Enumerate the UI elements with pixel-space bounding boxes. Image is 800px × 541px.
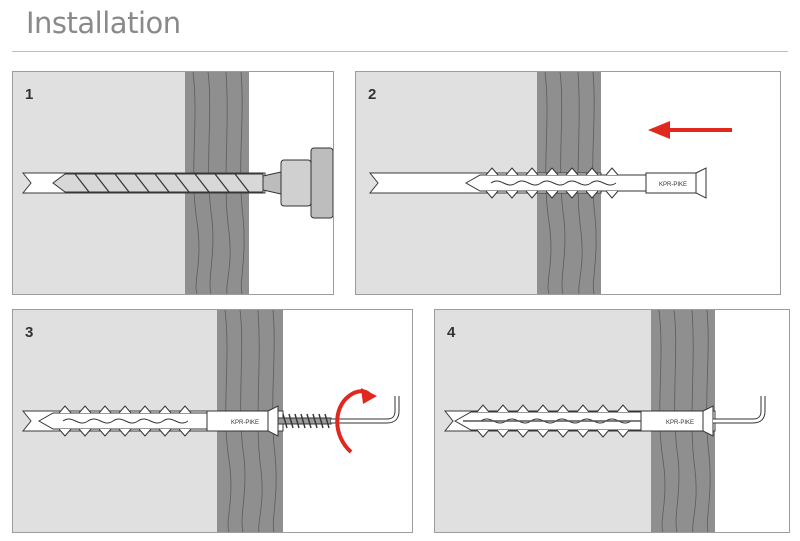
screw-hook [713,396,766,424]
page-title: Installation [26,6,181,40]
step-2-illustration: KPR-PIKE [356,72,732,294]
screw-hook [277,396,400,429]
step-number: 2 [368,86,377,103]
anchor-label: KPR-PIKE [659,182,687,188]
anchor-label: KPR-PIKE [666,420,694,426]
step-3-illustration: KPR-PIKE [13,310,400,532]
wood-grain [192,72,245,294]
step-4-illustration: KPR-PIKE [435,310,766,532]
step-1-illustration [13,72,333,294]
plastic-anchor [464,167,707,199]
anchor-label: KPR-PIKE [231,420,259,426]
step-4-panel: KPR-PIKE 4 [434,309,790,533]
wood-grain [658,310,711,532]
rotation-arrow-icon [335,388,377,454]
insert-direction-arrow [648,121,732,139]
step-number: 3 [25,324,34,341]
step-3-panel: KPR-PIKE 3 [12,309,413,533]
step-number: 1 [25,86,34,103]
wood-grain [544,72,597,294]
plastic-anchor [37,405,279,437]
step-number: 4 [447,324,456,341]
drill-bit [52,147,333,219]
step-2-panel: KPR-PIKE 2 [355,71,781,295]
step-1-panel: 1 [12,71,334,295]
wood-grain [224,310,277,532]
title-divider [12,51,788,52]
